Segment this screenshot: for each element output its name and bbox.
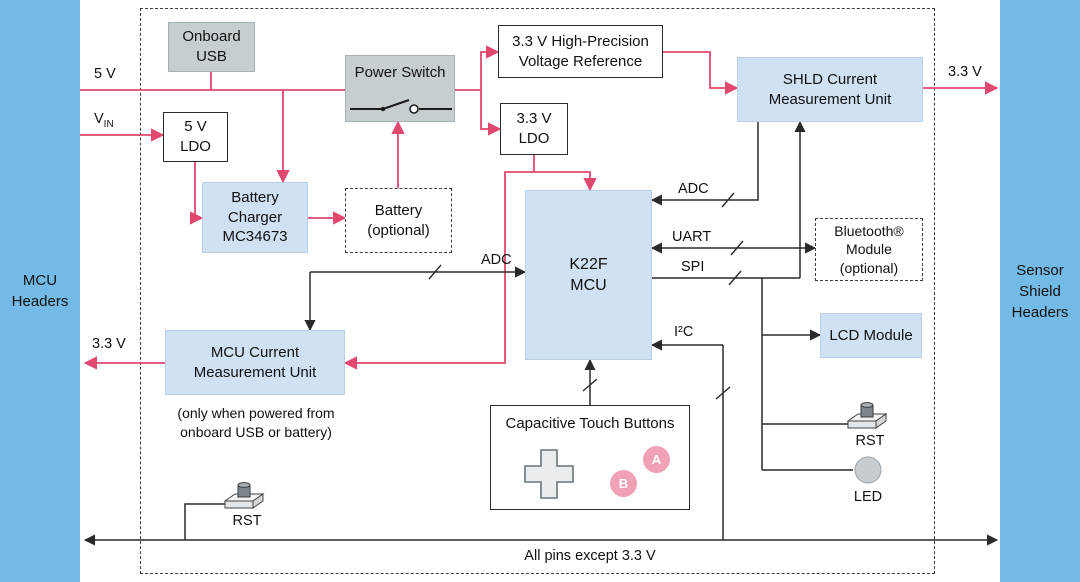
power-switch-block[interactable]: Power Switch <box>345 55 455 122</box>
k22f-mcu-block: K22F MCU <box>525 190 652 360</box>
rst-right-label: RST <box>855 433 885 449</box>
capacitive-touch-block: Capacitive Touch Buttons A B <box>490 405 690 510</box>
led-label: LED <box>853 489 883 505</box>
plus-button-icon[interactable] <box>521 446 577 502</box>
rail-3v3-right-label: 3.3 V <box>948 64 982 80</box>
vin-sub: IN <box>103 118 114 130</box>
rail-5v-label: 5 V <box>94 66 116 82</box>
lcd-module-block: LCD Module <box>820 313 922 358</box>
ldo-3v3-block: 3.3 V LDO <box>500 103 568 155</box>
board-outline <box>140 8 935 574</box>
voltage-reference-block: 3.3 V High-Precision Voltage Reference <box>498 25 663 78</box>
shld-current-measurement-block: SHLD Current Measurement Unit <box>737 57 923 122</box>
signal-net <box>83 120 999 546</box>
rail-3v3-left-label: 3.3 V <box>92 336 126 352</box>
ldo-5v-block: 5 V LDO <box>163 112 228 162</box>
uart-label: UART <box>672 229 712 245</box>
touch-button-b-label: B <box>618 475 629 491</box>
rst-left-label: RST <box>232 513 262 529</box>
adc-left-label: ADC <box>481 252 512 268</box>
power-switch-label: Power Switch <box>354 64 446 81</box>
adc-shld-label: ADC <box>678 181 709 197</box>
power-net <box>80 45 999 370</box>
battery-charger-block: Battery Charger MC34673 <box>202 182 308 253</box>
spi-label: SPI <box>681 259 705 275</box>
bluetooth-module-block: Bluetooth® Module (optional) <box>815 218 923 281</box>
touch-button-a-label: A <box>651 451 662 467</box>
switch-icon[interactable] <box>346 56 456 123</box>
mcu-cmu-note: (only when powered from onboard USB or b… <box>177 405 335 440</box>
onboard-usb-block: Onboard USB <box>168 22 255 72</box>
rst-button-icon-right[interactable] <box>847 402 887 429</box>
led-icon <box>854 456 882 484</box>
mcu-headers-panel: MCU Headers <box>0 0 80 582</box>
touch-button-a[interactable]: A <box>643 446 670 473</box>
mcu-current-measurement-block: MCU Current Measurement Unit <box>165 330 345 395</box>
i2c-label: I²C <box>674 324 694 340</box>
battery-optional-block: Battery (optional) <box>345 188 452 253</box>
sensor-shield-headers-panel: Sensor Shield Headers <box>1000 0 1080 582</box>
touch-button-b[interactable]: B <box>610 470 637 497</box>
rst-button-icon-left[interactable] <box>224 482 264 509</box>
rail-vin-label: VIN <box>94 111 114 130</box>
bus-width-marks <box>428 192 744 400</box>
vin-base: V <box>94 111 104 127</box>
bus-note-label: All pins except 3.3 V <box>524 548 656 564</box>
capacitive-touch-title: Capacitive Touch Buttons <box>505 415 675 432</box>
